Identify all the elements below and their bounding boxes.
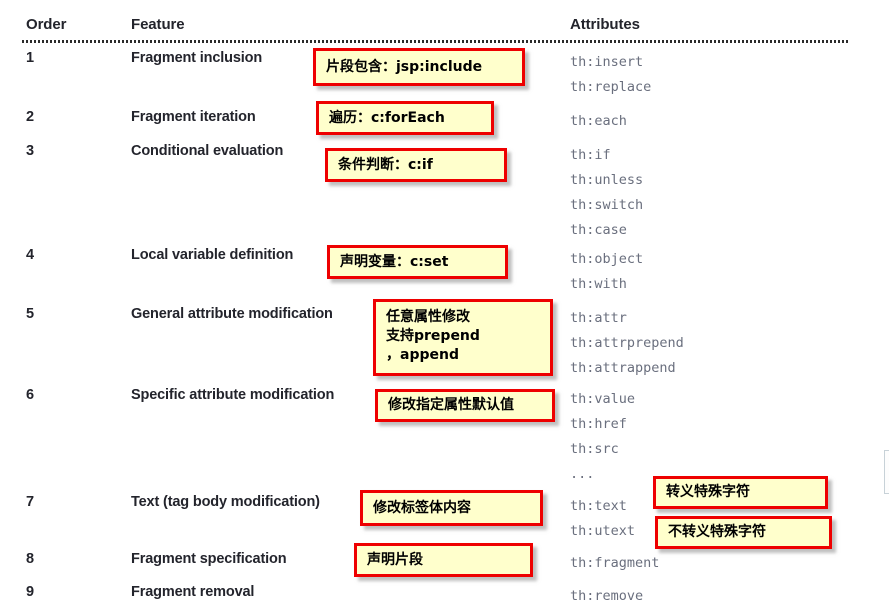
attribute-item: th:switch <box>570 197 644 213</box>
callout-text: 不转义特殊字符 <box>668 524 766 540</box>
cell-feature: Text (tag body modification) <box>131 494 320 510</box>
cell-order: 2 <box>26 109 35 125</box>
attribute-item: th:fragment <box>570 555 660 571</box>
cell-feature: Fragment removal <box>131 584 255 600</box>
cell-feature: Specific attribute modification <box>131 387 335 403</box>
cell-feature: Conditional evaluation <box>131 143 284 159</box>
attribute-item: th:attrappend <box>570 360 676 376</box>
callout-text: 片段包含：jsp:include <box>326 58 483 75</box>
attribute-item: th:attrprepend <box>570 335 684 351</box>
attribute-item: th:case <box>570 222 627 238</box>
cell-order: 4 <box>26 247 35 263</box>
callout-fragment-inclusion: 片段包含：jsp:include <box>313 48 525 86</box>
callout-text: 条件判断：c:if <box>338 156 433 173</box>
column-header-feature: Feature <box>131 16 185 33</box>
callout-text: 声明变量：c:set <box>340 253 449 270</box>
cell-order: 8 <box>26 551 35 567</box>
callout-text: 转义特殊字符 <box>666 484 750 500</box>
cell-attributes: th:if th:unless th:switch th:case <box>570 143 870 243</box>
attribute-item: th:object <box>570 251 644 267</box>
cell-attributes: th:insert th:replace <box>570 50 870 100</box>
cell-order: 9 <box>26 584 35 600</box>
cell-order: 5 <box>26 306 35 322</box>
attribute-item: th:insert <box>570 54 644 70</box>
scrollbar-remnant[interactable] <box>884 450 889 494</box>
callout-fragment-iteration: 遍历：c:forEach <box>316 101 494 135</box>
column-header-attributes: Attributes <box>570 16 640 33</box>
column-header-order: Order <box>26 16 67 33</box>
attribute-item: th:utext <box>570 523 636 539</box>
callout-text: 任意属性修改 支持prepend ，append <box>386 309 480 363</box>
attribute-item: th:remove <box>570 588 644 604</box>
cell-attributes: th:remove <box>570 584 870 609</box>
attribute-item: th:src <box>570 441 619 457</box>
callout-text: 修改标签体内容 <box>373 499 471 516</box>
cell-attributes: th:value th:href th:src ... <box>570 387 870 487</box>
callout-conditional-evaluation: 条件判断：c:if <box>325 148 507 182</box>
cell-feature: Fragment iteration <box>131 109 256 125</box>
cell-attributes: th:fragment <box>570 551 870 576</box>
attribute-item: th:href <box>570 416 627 432</box>
callout-general-attribute: 任意属性修改 支持prepend ，append <box>373 299 553 376</box>
cell-order: 1 <box>26 50 35 66</box>
attribute-item: th:each <box>570 113 627 129</box>
attribute-item: th:text <box>570 498 627 514</box>
cell-order: 6 <box>26 387 35 403</box>
callout-specific-attribute: 修改指定属性默认值 <box>375 389 555 422</box>
callout-text: 声明片段 <box>367 551 423 568</box>
attribute-item: th:with <box>570 276 627 292</box>
cell-attributes: th:attr th:attrprepend th:attrappend <box>570 306 870 381</box>
cell-attributes: th:each <box>570 109 870 134</box>
cell-feature: General attribute modification <box>131 306 333 322</box>
attribute-item: th:unless <box>570 172 644 188</box>
callout-text: 修改指定属性默认值 <box>388 397 514 413</box>
cell-feature: Fragment specification <box>131 551 287 567</box>
cell-attributes: th:text th:utext <box>570 494 870 544</box>
header-divider <box>22 40 849 43</box>
attribute-item: th:replace <box>570 79 652 95</box>
cell-order: 3 <box>26 143 35 159</box>
cell-feature: Fragment inclusion <box>131 50 263 66</box>
callout-escape-special-characters: 转义特殊字符 <box>653 476 828 509</box>
cell-attributes: th:object th:with <box>570 247 870 297</box>
attribute-item: th:value <box>570 391 636 407</box>
attribute-item: th:if <box>570 147 611 163</box>
attribute-item: ... <box>570 466 595 482</box>
callout-text-body-modification: 修改标签体内容 <box>360 490 543 526</box>
attribute-item: th:attr <box>570 310 627 326</box>
callout-fragment-specification: 声明片段 <box>354 543 533 577</box>
cell-feature: Local variable definition <box>131 247 294 263</box>
cell-order: 7 <box>26 494 35 510</box>
callout-local-variable: 声明变量：c:set <box>327 245 508 279</box>
callout-no-escape-special-characters: 不转义特殊字符 <box>655 516 832 549</box>
callout-text: 遍历：c:forEach <box>329 109 445 126</box>
